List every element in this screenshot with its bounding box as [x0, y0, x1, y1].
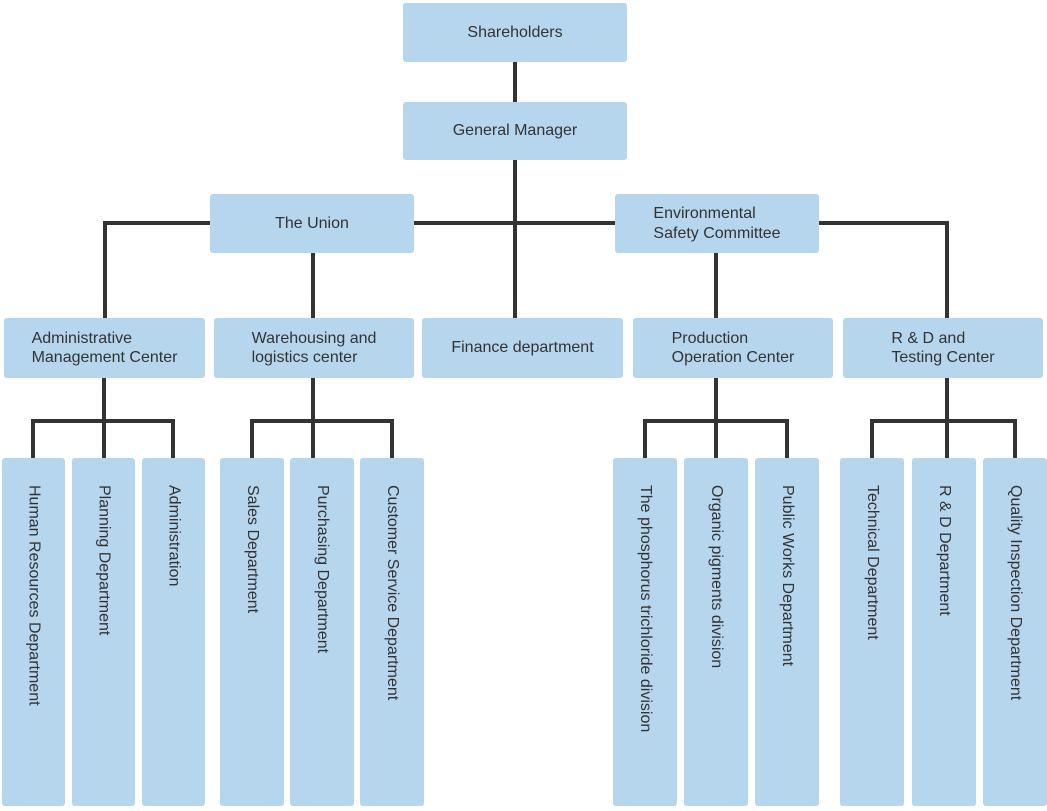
connector-line — [171, 422, 175, 458]
org-node-label: Production Operation Center — [671, 329, 795, 366]
org-node-planning-department: Planning Department — [72, 458, 135, 806]
org-node-label: R & D Department — [935, 485, 953, 616]
connector-line — [945, 224, 949, 318]
org-node-label: Quality Inspection Department — [1006, 485, 1024, 701]
org-node-quality-inspection-department: Quality Inspection Department — [983, 458, 1047, 806]
connector-line — [102, 377, 106, 458]
org-node-label: Planning Department — [95, 485, 113, 636]
org-node-general-manager: General Manager — [403, 102, 627, 160]
org-node-environmental-safety-committee: Environmental Safety Committee — [615, 194, 819, 253]
org-node-label: Public Works Department — [778, 485, 796, 667]
connector-line — [513, 62, 517, 103]
org-node-production-operation-center: Production Operation Center — [633, 318, 833, 378]
org-node-technical-department: Technical Department — [840, 458, 904, 806]
org-node-label: Shareholders — [467, 23, 563, 41]
org-node-organic-pigments-division: Organic pigments division — [684, 458, 748, 806]
org-node-label: Organic pigments division — [707, 485, 725, 669]
connector-line — [643, 422, 647, 458]
connector-line — [513, 160, 517, 318]
connector-line — [785, 422, 789, 458]
org-node-label: Warehousing and logistics center — [251, 329, 377, 366]
org-node-phosphorus-trichloride-division: The phosphorus trichloride division — [613, 458, 677, 806]
org-node-shareholders: Shareholders — [403, 3, 627, 62]
org-node-label: Finance department — [451, 339, 594, 357]
org-node-finance-department: Finance department — [422, 318, 623, 378]
connector-line — [311, 377, 315, 458]
connector-line — [714, 252, 718, 318]
connector-line — [250, 419, 394, 423]
org-node-label: Customer Service Department — [383, 485, 401, 701]
org-node-rd-department: R & D Department — [912, 458, 976, 806]
org-node-sales-department: Sales Department — [220, 458, 284, 806]
connector-line — [31, 419, 175, 423]
connector-line — [250, 422, 254, 458]
org-node-label: Sales Department — [243, 485, 261, 614]
connector-line — [1013, 422, 1017, 458]
org-node-label: Environmental Safety Committee — [653, 205, 781, 242]
org-node-warehousing-logistics-center: Warehousing and logistics center — [214, 318, 414, 378]
connector-line — [311, 252, 315, 318]
org-node-label: Purchasing Department — [313, 485, 331, 654]
org-node-label: The phosphorus trichloride division — [636, 485, 654, 733]
org-node-label: Administration — [165, 485, 183, 587]
org-node-customer-service-department: Customer Service Department — [360, 458, 424, 806]
org-node-human-resources-department: Human Resources Department — [2, 458, 65, 806]
org-node-label: The Union — [275, 214, 349, 232]
connector-line — [103, 221, 949, 225]
org-node-administrative-management-center: Administrative Management Center — [4, 318, 205, 378]
org-node-label: R & D and Testing Center — [891, 329, 995, 366]
org-node-label: Technical Department — [863, 485, 881, 640]
org-node-rd-testing-center: R & D and Testing Center — [843, 318, 1043, 378]
org-node-administration: Administration — [142, 458, 205, 806]
connector-line — [643, 419, 789, 423]
connector-line — [390, 422, 394, 458]
org-node-public-works-department: Public Works Department — [755, 458, 819, 806]
connector-line — [714, 377, 718, 458]
connector-line — [870, 422, 874, 458]
org-node-label: Administrative Management Center — [31, 329, 178, 366]
connector-line — [870, 419, 1017, 423]
connector-line — [103, 224, 107, 318]
org-node-label: Human Resources Department — [25, 485, 43, 706]
org-node-purchasing-department: Purchasing Department — [290, 458, 354, 806]
org-node-label: General Manager — [452, 122, 578, 140]
connector-line — [31, 422, 35, 458]
org-node-the-union: The Union — [210, 194, 414, 253]
connector-line — [945, 377, 949, 458]
